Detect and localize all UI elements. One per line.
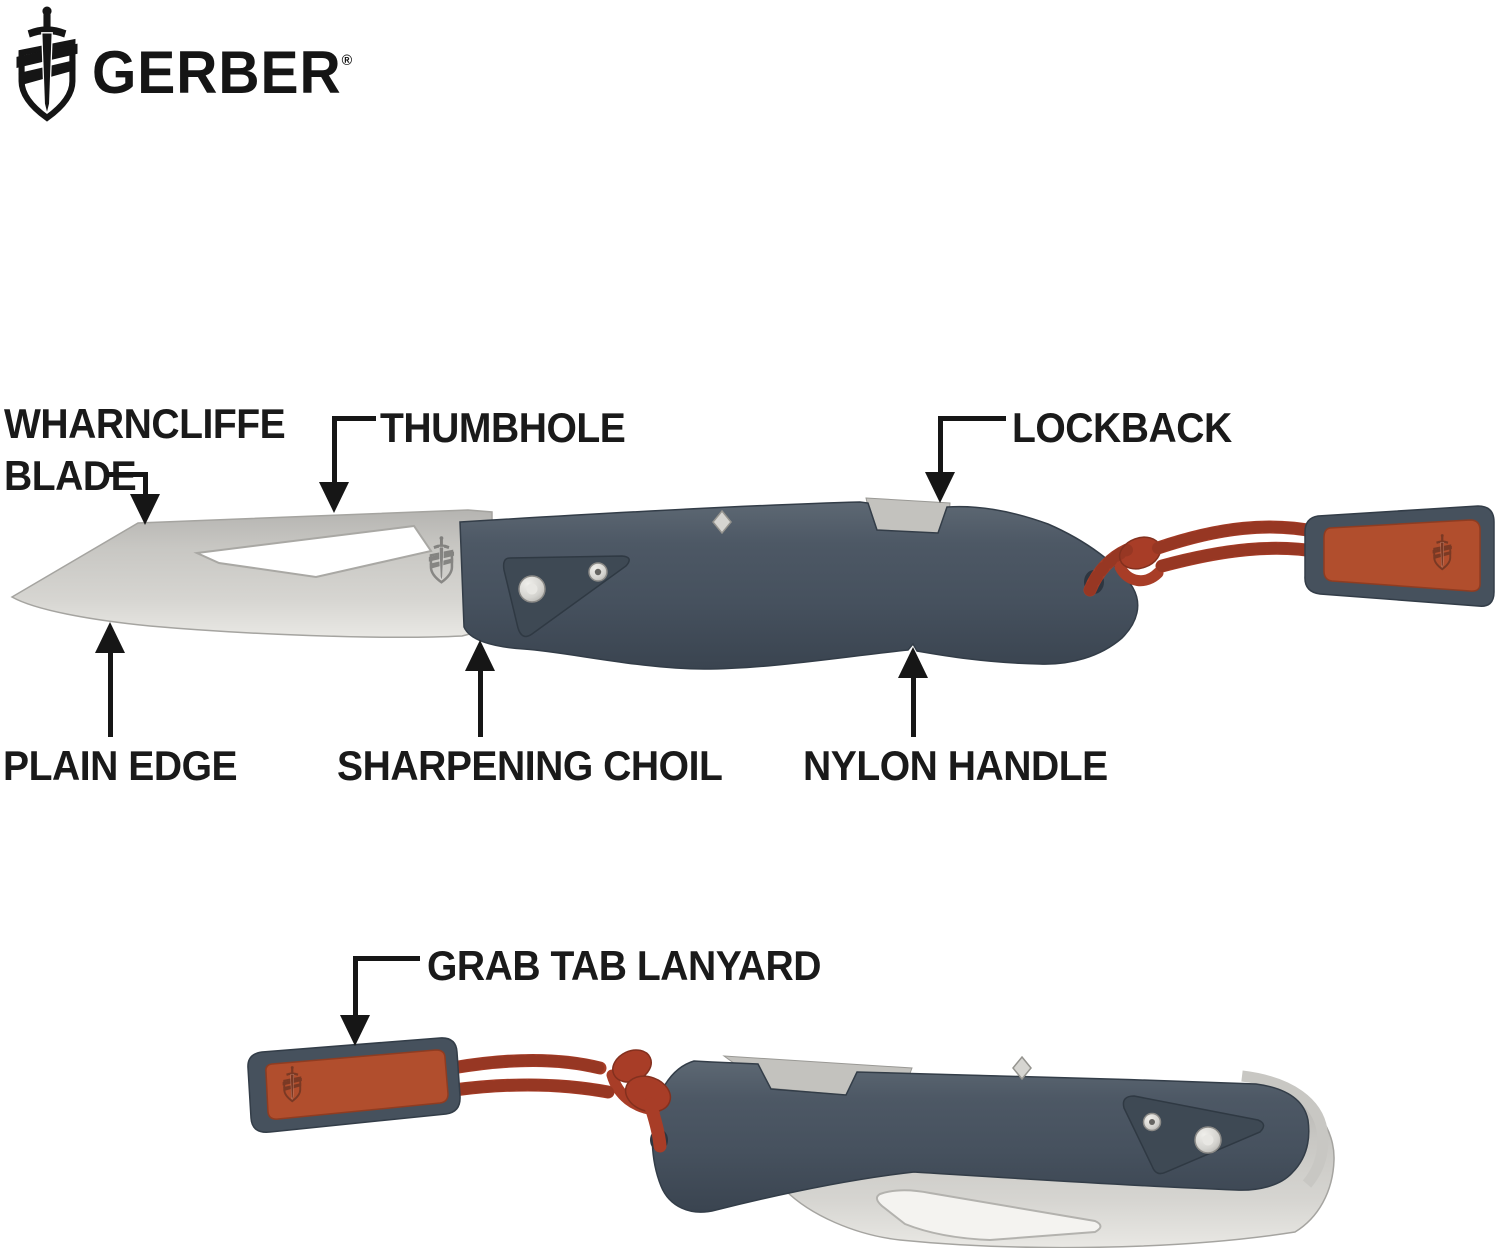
nylon-handle-shape — [459, 501, 1139, 670]
thumbhole-cutout — [193, 524, 433, 579]
callout-arrow-plain-edge — [95, 622, 125, 653]
closed-pivot-recess-panel — [1122, 1095, 1265, 1175]
grab-tab-open — [1304, 505, 1495, 607]
callout-arrow-sharpening-choil — [465, 640, 495, 671]
registered-trademark-symbol: ® — [341, 52, 353, 69]
closed-screw-small-hole — [1149, 1119, 1155, 1125]
closed-blade-thumbhole — [876, 1189, 1102, 1242]
wharncliffe-line1: WHARNCLIFFE — [4, 400, 286, 447]
callout-line-nylon-handle — [911, 676, 916, 737]
callout-label-thumbhole: THUMBHOLE — [380, 404, 626, 451]
callout-arrow-lockback — [925, 472, 955, 503]
open-knife-illustration — [10, 497, 1495, 670]
pivot-screw-center — [526, 583, 538, 595]
brand-name: GERBER — [92, 39, 342, 106]
callout-label-plain-edge: PLAIN EDGE — [3, 742, 238, 789]
callout-label-sharpening-choil: SHARPENING CHOIL — [337, 742, 723, 789]
callout-label-grab-tab-lanyard: GRAB TAB LANYARD — [427, 942, 822, 989]
closed-pivot-screw-center — [1202, 1134, 1214, 1146]
handle-screw-small-hole — [594, 568, 602, 576]
callout-line-sharpening-choil — [478, 669, 483, 737]
callout-arrow-grab-tab — [340, 1015, 370, 1046]
callout-arrow-nylon-handle — [898, 647, 928, 678]
handle-screw-top — [712, 509, 732, 535]
closed-blade-tang-sliver — [1241, 1070, 1329, 1188]
callout-line-grab-tab-drop — [353, 956, 358, 1016]
callout-arrow-thumbhole — [319, 482, 349, 513]
callout-line-wharncliffe-drop — [143, 472, 148, 496]
grab-tab-closed — [247, 1037, 461, 1133]
lockback-bar — [865, 497, 951, 535]
wharncliffe-blade-shape — [10, 509, 493, 639]
callout-line-thumbhole-drop — [332, 416, 337, 483]
callout-arrow-wharncliffe — [130, 494, 160, 525]
callout-line-plain-edge — [108, 651, 113, 737]
gerber-shield-sword-icon — [14, 6, 80, 128]
callout-line-wharncliffe — [106, 472, 148, 477]
callout-line-thumbhole — [336, 416, 376, 421]
callout-line-lockback — [940, 416, 1006, 421]
callout-line-lockback-drop — [938, 416, 943, 473]
closed-knife-illustration — [247, 1037, 1335, 1248]
lanyard-cord-closed — [445, 1049, 672, 1153]
callout-line-grab-tab — [355, 956, 420, 961]
gerber-wordmark: GERBER® — [92, 38, 352, 107]
callout-label-lockback: LOCKBACK — [1012, 404, 1232, 451]
closed-screw-top — [1012, 1055, 1032, 1081]
callout-label-nylon-handle: NYLON HANDLE — [803, 742, 1108, 789]
lanyard-cord-open — [1083, 520, 1327, 597]
